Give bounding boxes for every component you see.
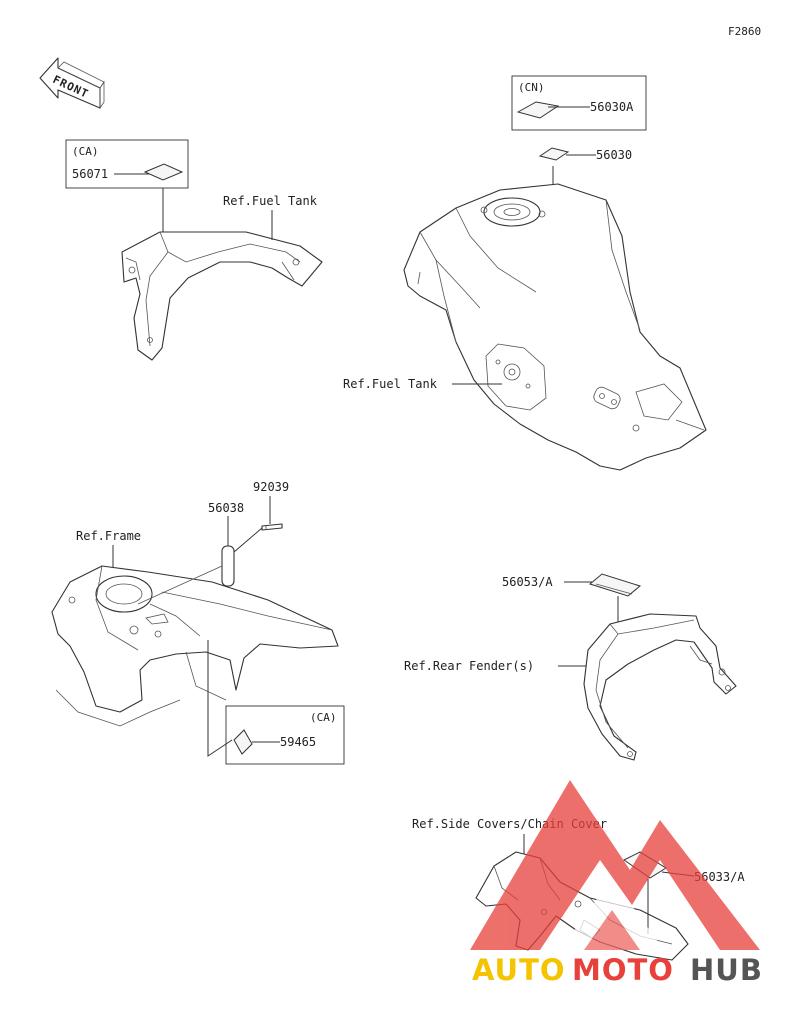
watermark-part-auto: AUTO bbox=[472, 953, 566, 987]
part-number-56038[interactable]: 56038 bbox=[208, 501, 244, 515]
watermark-part-moto: MOTO bbox=[572, 953, 674, 987]
part-number-56030a[interactable]: 56030A bbox=[590, 100, 634, 114]
fuel-tank-part bbox=[403, 183, 707, 471]
fuel-cap-icon bbox=[483, 197, 541, 227]
watermark-part-hub: HUB bbox=[690, 953, 763, 987]
part-number-56030[interactable]: 56030 bbox=[596, 148, 632, 162]
sticker-56030 bbox=[538, 147, 570, 161]
callout-59465: (CA) 59465 bbox=[225, 705, 345, 765]
watermark-text: AUTO MOTO HUB bbox=[472, 953, 763, 987]
fuel-tank-cover-part bbox=[121, 231, 323, 361]
part-number-59465[interactable]: 59465 bbox=[280, 735, 316, 749]
ref-frame[interactable]: Ref.Frame bbox=[76, 529, 141, 543]
region-label-ca-bottom: (CA) bbox=[310, 711, 337, 724]
frame-part bbox=[51, 565, 339, 727]
region-box-ca-bottom bbox=[225, 705, 345, 765]
label-56038-part bbox=[221, 545, 235, 587]
ref-fuel-tank-mid[interactable]: Ref.Fuel Tank bbox=[343, 377, 438, 391]
callout-56030a: (CN) 56030A bbox=[511, 75, 647, 131]
ref-fuel-tank-top[interactable]: Ref.Fuel Tank bbox=[223, 194, 318, 208]
callout-56071: (CA) 56071 bbox=[65, 139, 189, 232]
part-number-92039[interactable]: 92039 bbox=[253, 480, 289, 494]
sticker-59465 bbox=[233, 729, 253, 755]
label-56053-part bbox=[588, 573, 642, 597]
clip-92039-part bbox=[261, 523, 283, 531]
part-number-56071[interactable]: 56071 bbox=[72, 167, 108, 181]
region-label-cn: (CN) bbox=[518, 81, 545, 94]
part-number-56053[interactable]: 56053/A bbox=[502, 575, 553, 589]
rear-fender-part bbox=[583, 613, 737, 761]
sticker-56071 bbox=[143, 163, 184, 181]
region-label-ca-top: (CA) bbox=[72, 145, 99, 158]
sticker-56030a bbox=[516, 101, 560, 119]
diagram-id: F2860 bbox=[728, 25, 761, 38]
ref-rear-fender[interactable]: Ref.Rear Fender(s) bbox=[404, 659, 534, 673]
region-box-ca-top bbox=[65, 139, 189, 189]
watermark-logo bbox=[470, 780, 760, 950]
region-box-cn bbox=[511, 75, 647, 131]
front-arrow-icon: FRONT bbox=[39, 57, 105, 110]
part-number-56033[interactable]: 56033/A bbox=[694, 870, 745, 884]
